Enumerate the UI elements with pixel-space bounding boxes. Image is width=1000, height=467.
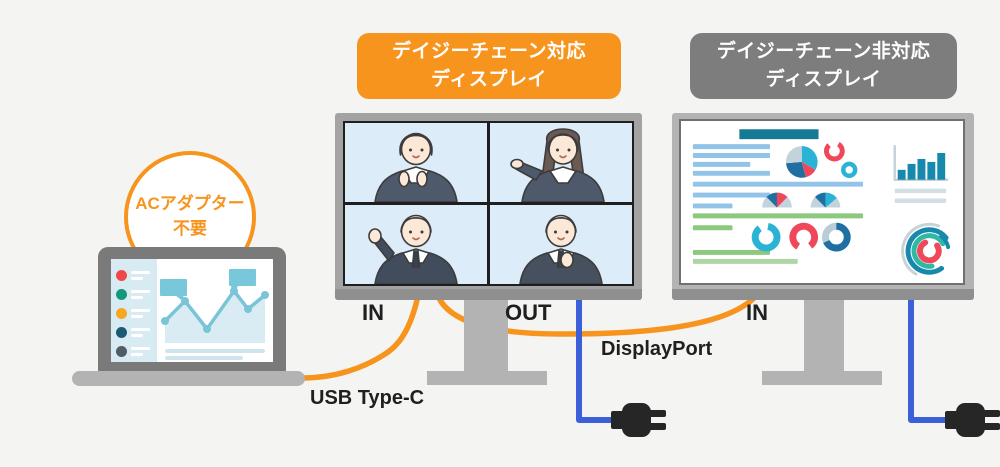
person-icon [368, 214, 458, 284]
video-call-participant [490, 205, 632, 284]
laptop-sidebar-list [111, 259, 157, 362]
laptop-icon [98, 247, 286, 373]
list-item [111, 342, 157, 361]
text-lines [692, 144, 864, 209]
video-call-grid [343, 121, 634, 286]
gauge-chart-icon [810, 192, 841, 208]
monitor2-stand-base [762, 371, 882, 385]
power-plug-icon [945, 403, 1000, 437]
dashboard-monitor-icon [672, 113, 974, 300]
person-icon [374, 132, 458, 202]
daisy-chain-not-supported-badge: デイジーチェーン非対応 ディスプレイ [690, 33, 957, 99]
green-dot-icon [116, 289, 127, 300]
donut-chart-icon [789, 222, 819, 252]
list-item [111, 266, 157, 285]
displayport-cable-label: DisplayPort [601, 338, 713, 360]
badge-line2: ディスプレイ [765, 69, 882, 90]
badge-line1: デイジーチェーン対応 [391, 40, 587, 62]
power-cable-icon [576, 297, 613, 423]
donut-chart-icon [823, 140, 845, 162]
video-call-monitor-icon [335, 113, 642, 300]
text-lines [692, 213, 864, 264]
power-cable-icon [908, 297, 948, 423]
monitor2-in-port-label: IN [746, 300, 768, 325]
donut-chart-icon [841, 161, 858, 179]
badge-line2: ディスプレイ [431, 69, 547, 90]
video-call-participant [345, 205, 487, 284]
usb-cable-icon [299, 293, 421, 381]
monitor1-in-port-label: IN [362, 300, 384, 325]
laptop-base [72, 371, 305, 386]
monitor2-stand [804, 300, 844, 372]
gauge-chart-icon [762, 192, 792, 208]
list-item [111, 323, 157, 342]
gray-dot-icon [116, 346, 127, 357]
person-icon [519, 214, 603, 284]
speech-bubble-icon [229, 269, 256, 294]
donut-chart-icon [751, 222, 781, 252]
donut-chart-icon [822, 222, 851, 252]
power-plug-icon [611, 403, 666, 437]
ac-adapter-line2: 不要 [173, 219, 207, 238]
monitor1-out-port-label: OUT [505, 300, 552, 325]
monitor1-stand-base [427, 371, 547, 385]
orange-dot-icon [116, 308, 127, 319]
monitor1-stand [464, 300, 508, 372]
red-dot-icon [116, 270, 127, 281]
displayport-daisy-cable-icon [435, 293, 759, 337]
speech-bubble-icon [160, 279, 187, 303]
video-call-participant [345, 123, 487, 202]
person-icon [510, 128, 605, 202]
usb-type-c-cable-label: USB Type-C [310, 387, 425, 409]
dashboard-charts [692, 129, 958, 280]
dashboard-screen [679, 119, 965, 285]
badge-line1: デイジーチェーン非対応 [716, 40, 931, 62]
line-chart-icon [160, 269, 269, 360]
daisy-chain-supported-badge: デイジーチェーン対応 ディスプレイ [357, 33, 621, 99]
laptop-analytics-chart [157, 259, 273, 362]
pie-chart-icon [785, 146, 818, 178]
video-call-participant [490, 123, 632, 202]
laptop-screen [111, 259, 273, 362]
list-item [111, 304, 157, 323]
list-item [111, 285, 157, 304]
monitor2-bottom-strip [672, 289, 974, 300]
radial-arcs-chart-icon [901, 222, 958, 280]
ac-adapter-line1: ACアダプター [135, 194, 245, 214]
teal-dot-icon [116, 327, 127, 338]
monitor1-bottom-strip [335, 289, 642, 300]
bar-chart-icon [893, 145, 949, 203]
